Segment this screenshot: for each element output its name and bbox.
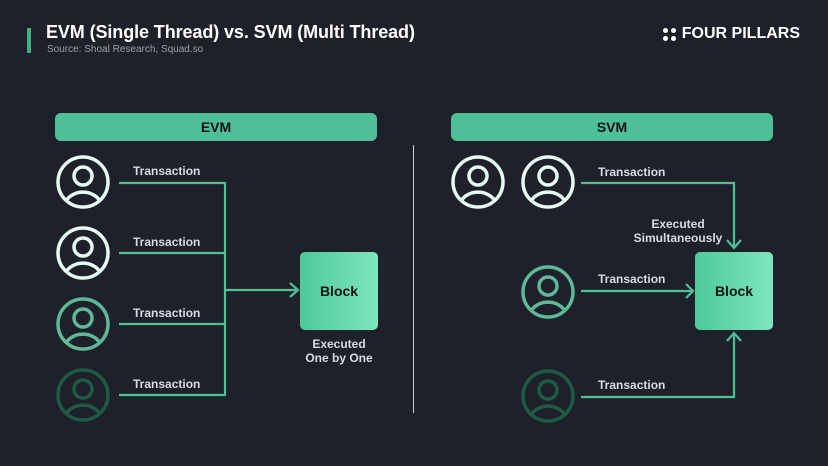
transaction-label: Transaction xyxy=(133,164,201,178)
evm-header: EVM xyxy=(55,113,377,141)
evm-connectors xyxy=(119,181,300,397)
four-dots-icon xyxy=(662,27,676,41)
note-line: Executed xyxy=(312,337,366,351)
transaction-label: Transaction xyxy=(133,377,201,391)
user-icon xyxy=(56,155,110,209)
note-line: One by One xyxy=(305,351,373,365)
brand-logo: FOUR PILLARS xyxy=(662,25,800,43)
user-icon xyxy=(521,369,575,423)
arrow-head-icon xyxy=(289,282,300,298)
svm-block: Block xyxy=(695,252,773,330)
user-icon xyxy=(521,155,575,209)
svm-execution-note: Executed Simultaneously xyxy=(628,217,728,245)
user-icon xyxy=(521,265,575,319)
transaction-label: Transaction xyxy=(598,165,666,179)
source-caption: Source: Shoal Research, Squad.so xyxy=(47,44,204,55)
svm-header: SVM xyxy=(451,113,773,141)
brand-name: FOUR PILLARS xyxy=(681,25,800,42)
svm-line-top xyxy=(581,181,736,248)
user-icon xyxy=(451,155,505,209)
note-line: Simultaneously xyxy=(633,231,723,245)
evm-execution-note: Executed One by One xyxy=(290,337,388,365)
transaction-label: Transaction xyxy=(598,272,666,286)
user-icon xyxy=(56,297,110,351)
transaction-label: Transaction xyxy=(133,306,201,320)
user-icon xyxy=(56,368,110,422)
svm-line-bottom xyxy=(581,333,736,399)
user-icon xyxy=(56,226,110,280)
evm-block: Block xyxy=(300,252,378,330)
transaction-label: Transaction xyxy=(133,235,201,249)
arrow-head-icon xyxy=(726,331,742,342)
arrow-head-icon xyxy=(726,239,742,250)
evm-bus-line xyxy=(119,181,227,397)
svm-connectors xyxy=(581,181,742,399)
transaction-label: Transaction xyxy=(598,378,666,392)
title-accent-bar xyxy=(27,28,31,53)
note-line: Executed xyxy=(651,217,705,231)
section-divider xyxy=(413,145,414,413)
arrow-head-icon xyxy=(685,283,695,299)
page-title: EVM (Single Thread) vs. SVM (Multi Threa… xyxy=(46,22,415,42)
